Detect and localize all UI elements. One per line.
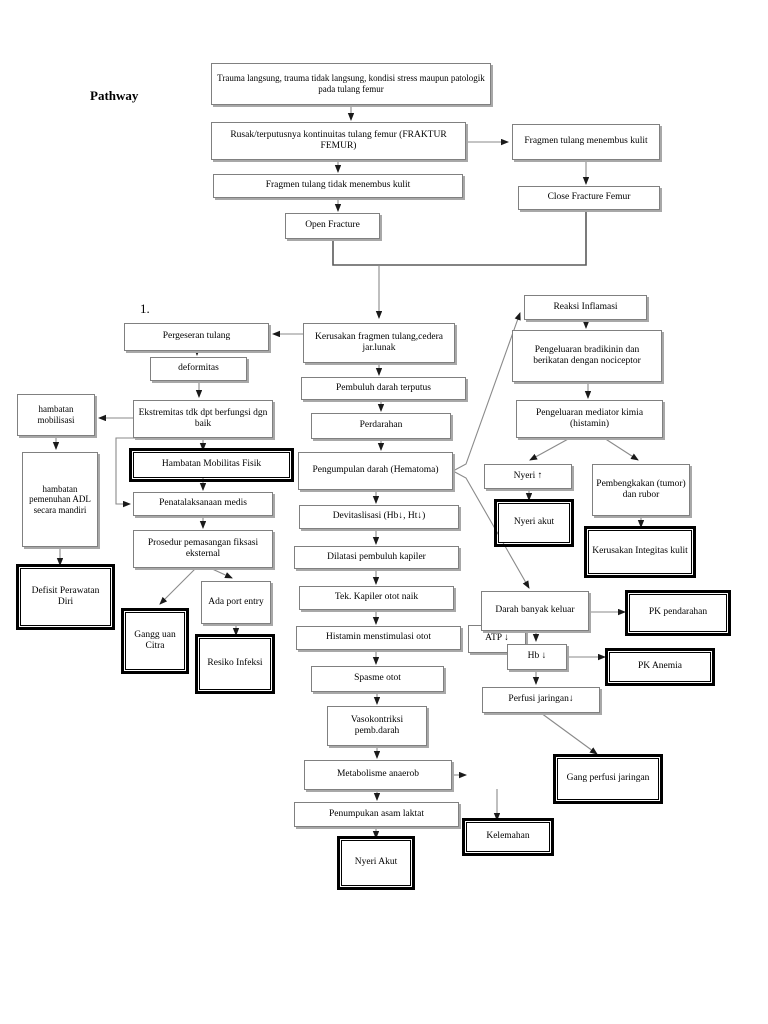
- node-darah_banyak: Darah banyak keluar: [481, 591, 589, 631]
- node-vasokontriksi: Vasokontriksi pemb.darah: [327, 706, 427, 746]
- node-nyeri_akut_r: Nyeri akut: [494, 499, 574, 547]
- node-nyeri_naik: Nyeri ↑: [484, 464, 572, 489]
- node-resiko_infeksi: Resiko Infeksi: [195, 634, 275, 694]
- node-perfusi: Perfusi jaringan↓: [482, 687, 600, 713]
- node-perdarahan: Perdarahan: [311, 413, 451, 439]
- node-devitaslisasi: Devitaslisasi (Hb↓, Ht↓): [299, 505, 459, 529]
- node-hambatan_adl: hambatan pemenuhan ADL secara mandiri: [22, 452, 98, 547]
- node-defisit: Defisit Perawatan Diri: [16, 564, 115, 630]
- node-rusak: Rusak/terputusnya kontinuitas tulang fem…: [211, 122, 466, 160]
- node-gang_perfusi: Gang perfusi jaringan: [553, 754, 663, 804]
- node-frag_tidak: Fragmen tulang tidak menembus kulit: [213, 174, 463, 198]
- node-open_fx: Open Fracture: [285, 213, 380, 239]
- node-kerusakan_frag: Kerusakan fragmen tulang,cedera jar.luna…: [303, 323, 455, 363]
- node-penumpukan: Penumpukan asam laktat: [294, 802, 459, 827]
- node-hb_turun: Hb ↓: [507, 644, 567, 670]
- node-bradikinin: Pengeluaran bradikinin dan berikatan den…: [512, 330, 662, 382]
- list-marker: 1.: [140, 301, 150, 316]
- node-pergeseran: Pergeseran tulang: [124, 323, 269, 351]
- node-gangg_citra: Gangg uan Citra: [121, 608, 189, 674]
- node-pk_anemia: PK Anemia: [605, 648, 715, 686]
- node-pembengkakan: Pembengkakan (tumor) dan rubor: [592, 464, 690, 516]
- node-frag_menembus: Fragmen tulang menembus kulit: [512, 124, 660, 160]
- node-ekstremitas: Ekstremitas tdk dpt berfungsi dgn baik: [133, 400, 273, 438]
- node-penatalaksana: Penatalaksanaan medis: [133, 492, 273, 516]
- node-hambatan_mobil: hambatan mobilisasi: [17, 394, 95, 436]
- node-hambatan_mob: Hambatan Mobilitas Fisik: [129, 448, 294, 482]
- node-tek_kapiler: Tek. Kapiler otot naik: [299, 586, 454, 610]
- node-hematoma: Pengumpulan darah (Hematoma): [298, 452, 453, 490]
- node-metabolisme: Metabolisme anaerob: [304, 760, 452, 790]
- node-spasme: Spasme otot: [311, 666, 444, 692]
- page-title: Pathway: [90, 88, 139, 103]
- node-histamin: Histamin menstimulasi otot: [296, 626, 461, 650]
- node-mediator: Pengeluaran mediator kimia (histamin): [516, 400, 663, 438]
- node-prosedur: Prosedur pemasangan fiksasi eksternal: [133, 530, 273, 568]
- node-reaksi_inf: Reaksi Inflamasi: [524, 295, 647, 320]
- node-close_fx: Close Fracture Femur: [518, 186, 660, 210]
- node-nyeri_akut_b: Nyeri Akut: [337, 836, 415, 890]
- node-pk_pendarahan: PK pendarahan: [625, 590, 731, 636]
- node-deformitas: deformitas: [150, 357, 247, 381]
- node-trauma: Trauma langsung, trauma tidak langsung, …: [211, 63, 491, 105]
- node-ada_port: Ada port entry: [201, 581, 271, 624]
- node-dilatasi: Dilatasi pembuluh kapiler: [294, 546, 459, 569]
- node-kelemahan: Kelemahan: [462, 818, 554, 856]
- node-kerusakan_int: Kerusakan Integitas kulit: [584, 526, 696, 578]
- node-pembuluh: Pembuluh darah terputus: [301, 377, 466, 400]
